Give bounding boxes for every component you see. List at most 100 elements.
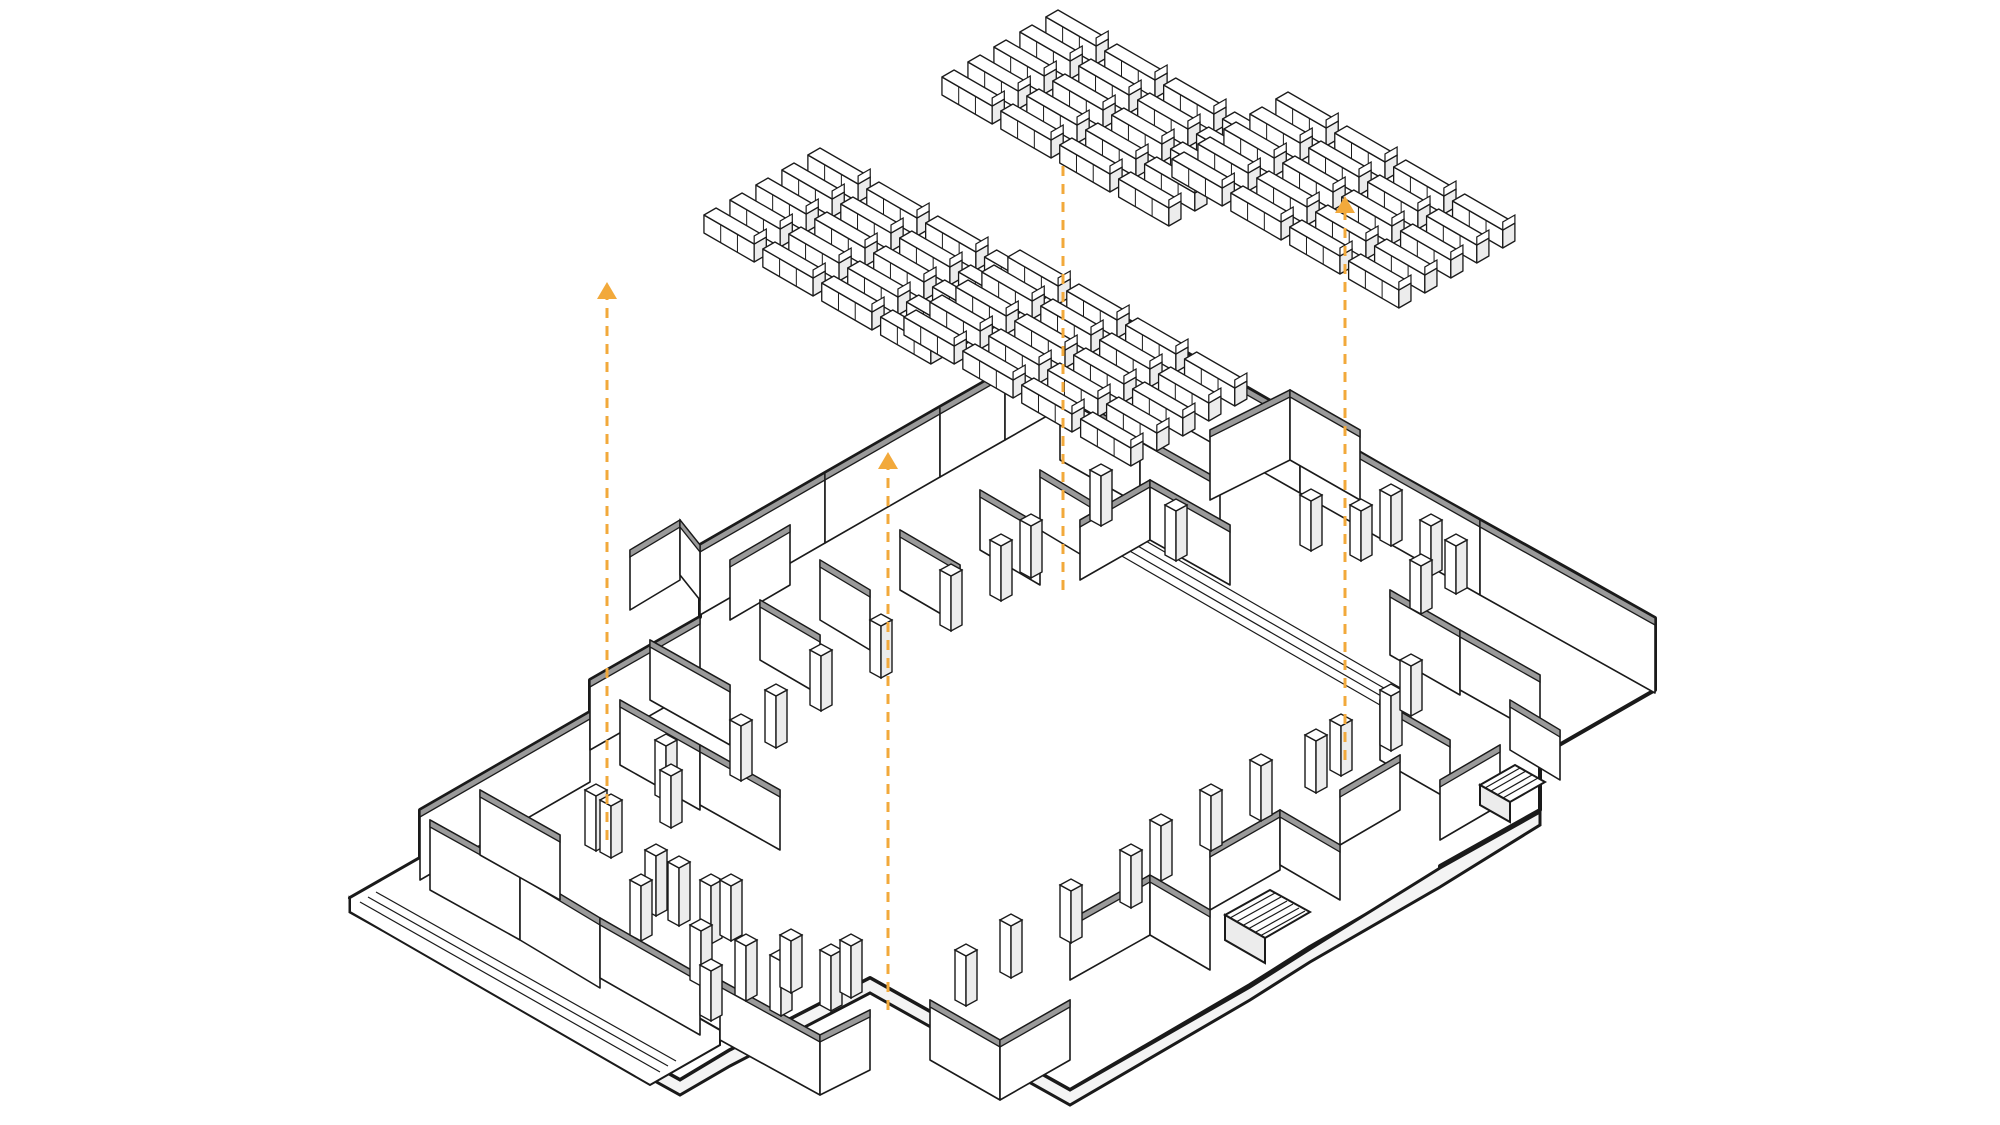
column [1148,813,1174,883]
shelf-unit [821,275,885,331]
shelf-unit [762,241,826,297]
shelf-unit [1104,43,1168,99]
wall [819,1008,871,1096]
column [628,873,654,943]
wall [1479,518,1656,694]
wall [629,518,681,611]
shelf-unit [1183,351,1248,407]
shelf-unit [1171,151,1235,207]
shelf-unit [781,162,845,218]
column [1163,498,1189,563]
wall [759,598,821,696]
column [818,943,844,1013]
central-steps [1119,539,1405,706]
column [1378,683,1404,753]
wall [729,523,791,621]
wall [479,788,561,901]
shelf-unit [1000,103,1064,159]
shelf-unit [1131,381,1196,437]
shelf-unit [899,230,963,286]
arrowhead-icon [1335,196,1355,213]
shelf-unit [1256,170,1320,226]
shelf-unit [1137,92,1201,148]
shelf-unit [1399,223,1464,279]
shelf-unit [1078,58,1142,114]
column [1443,533,1469,596]
shelf-unit [807,147,871,203]
column [1398,653,1424,718]
stair-right [1477,763,1548,824]
column [763,683,789,750]
column [1118,843,1144,910]
shelf-unit [788,226,852,282]
shelf-unit [1334,125,1398,181]
shelf-unit [1451,193,1516,249]
plinth-line [359,901,661,1073]
shelf-unit [981,264,1045,320]
shelf-unit [1425,208,1490,264]
shelf-unit [1026,88,1090,144]
column [733,933,759,1003]
arrowhead-icon [878,452,898,469]
column [953,943,979,1008]
shelf-unit [866,181,930,237]
wall [1209,808,1281,911]
column [998,913,1024,980]
arrow-heads [597,196,1355,469]
wall [679,518,701,601]
column [666,855,692,928]
shelf-unit [703,207,767,263]
column [1328,713,1354,778]
projection-arrows [605,160,1347,1010]
wall [599,916,701,1036]
shelf-unit [1105,396,1170,452]
columns-group [583,463,1469,1023]
shelf-grids [703,9,1516,467]
column [778,928,804,995]
shelf-unit [941,69,1005,125]
column [808,643,834,713]
stair-front [1222,888,1313,965]
shelf-unit [1347,253,1412,309]
column [838,933,864,1000]
column [1298,488,1324,553]
column [1248,753,1274,823]
column [1018,513,1044,580]
shelf-unit [1079,411,1144,467]
plinth-line [367,896,669,1067]
column [658,763,684,830]
wall [1389,588,1461,696]
shelf-unit [929,294,993,350]
wall [1209,388,1291,501]
column [1408,553,1434,616]
wall [1279,808,1341,901]
shelf-unit [1393,159,1457,215]
shelf-unit [1157,366,1222,422]
column [1088,463,1114,528]
shelf-unit [1117,171,1182,227]
wall [1149,873,1211,971]
shelf-grid-right [1171,91,1516,309]
column [1198,783,1224,853]
shelf-unit [1197,136,1261,192]
wall [999,998,1071,1101]
column [1303,728,1329,795]
shelf-unit [1249,106,1313,162]
shelf-unit [847,260,911,316]
column [1348,498,1374,563]
shelf-unit [1073,347,1137,403]
column [728,713,754,783]
wall [1509,698,1561,781]
shelf-unit [1308,140,1372,196]
plinth-line [375,891,677,1062]
column [598,793,624,860]
shelf-unit [1052,73,1116,129]
shelf-unit [1373,238,1438,294]
column [938,563,964,633]
column [988,533,1014,603]
wall [1339,753,1401,846]
column [698,958,724,1023]
column [1058,878,1084,945]
